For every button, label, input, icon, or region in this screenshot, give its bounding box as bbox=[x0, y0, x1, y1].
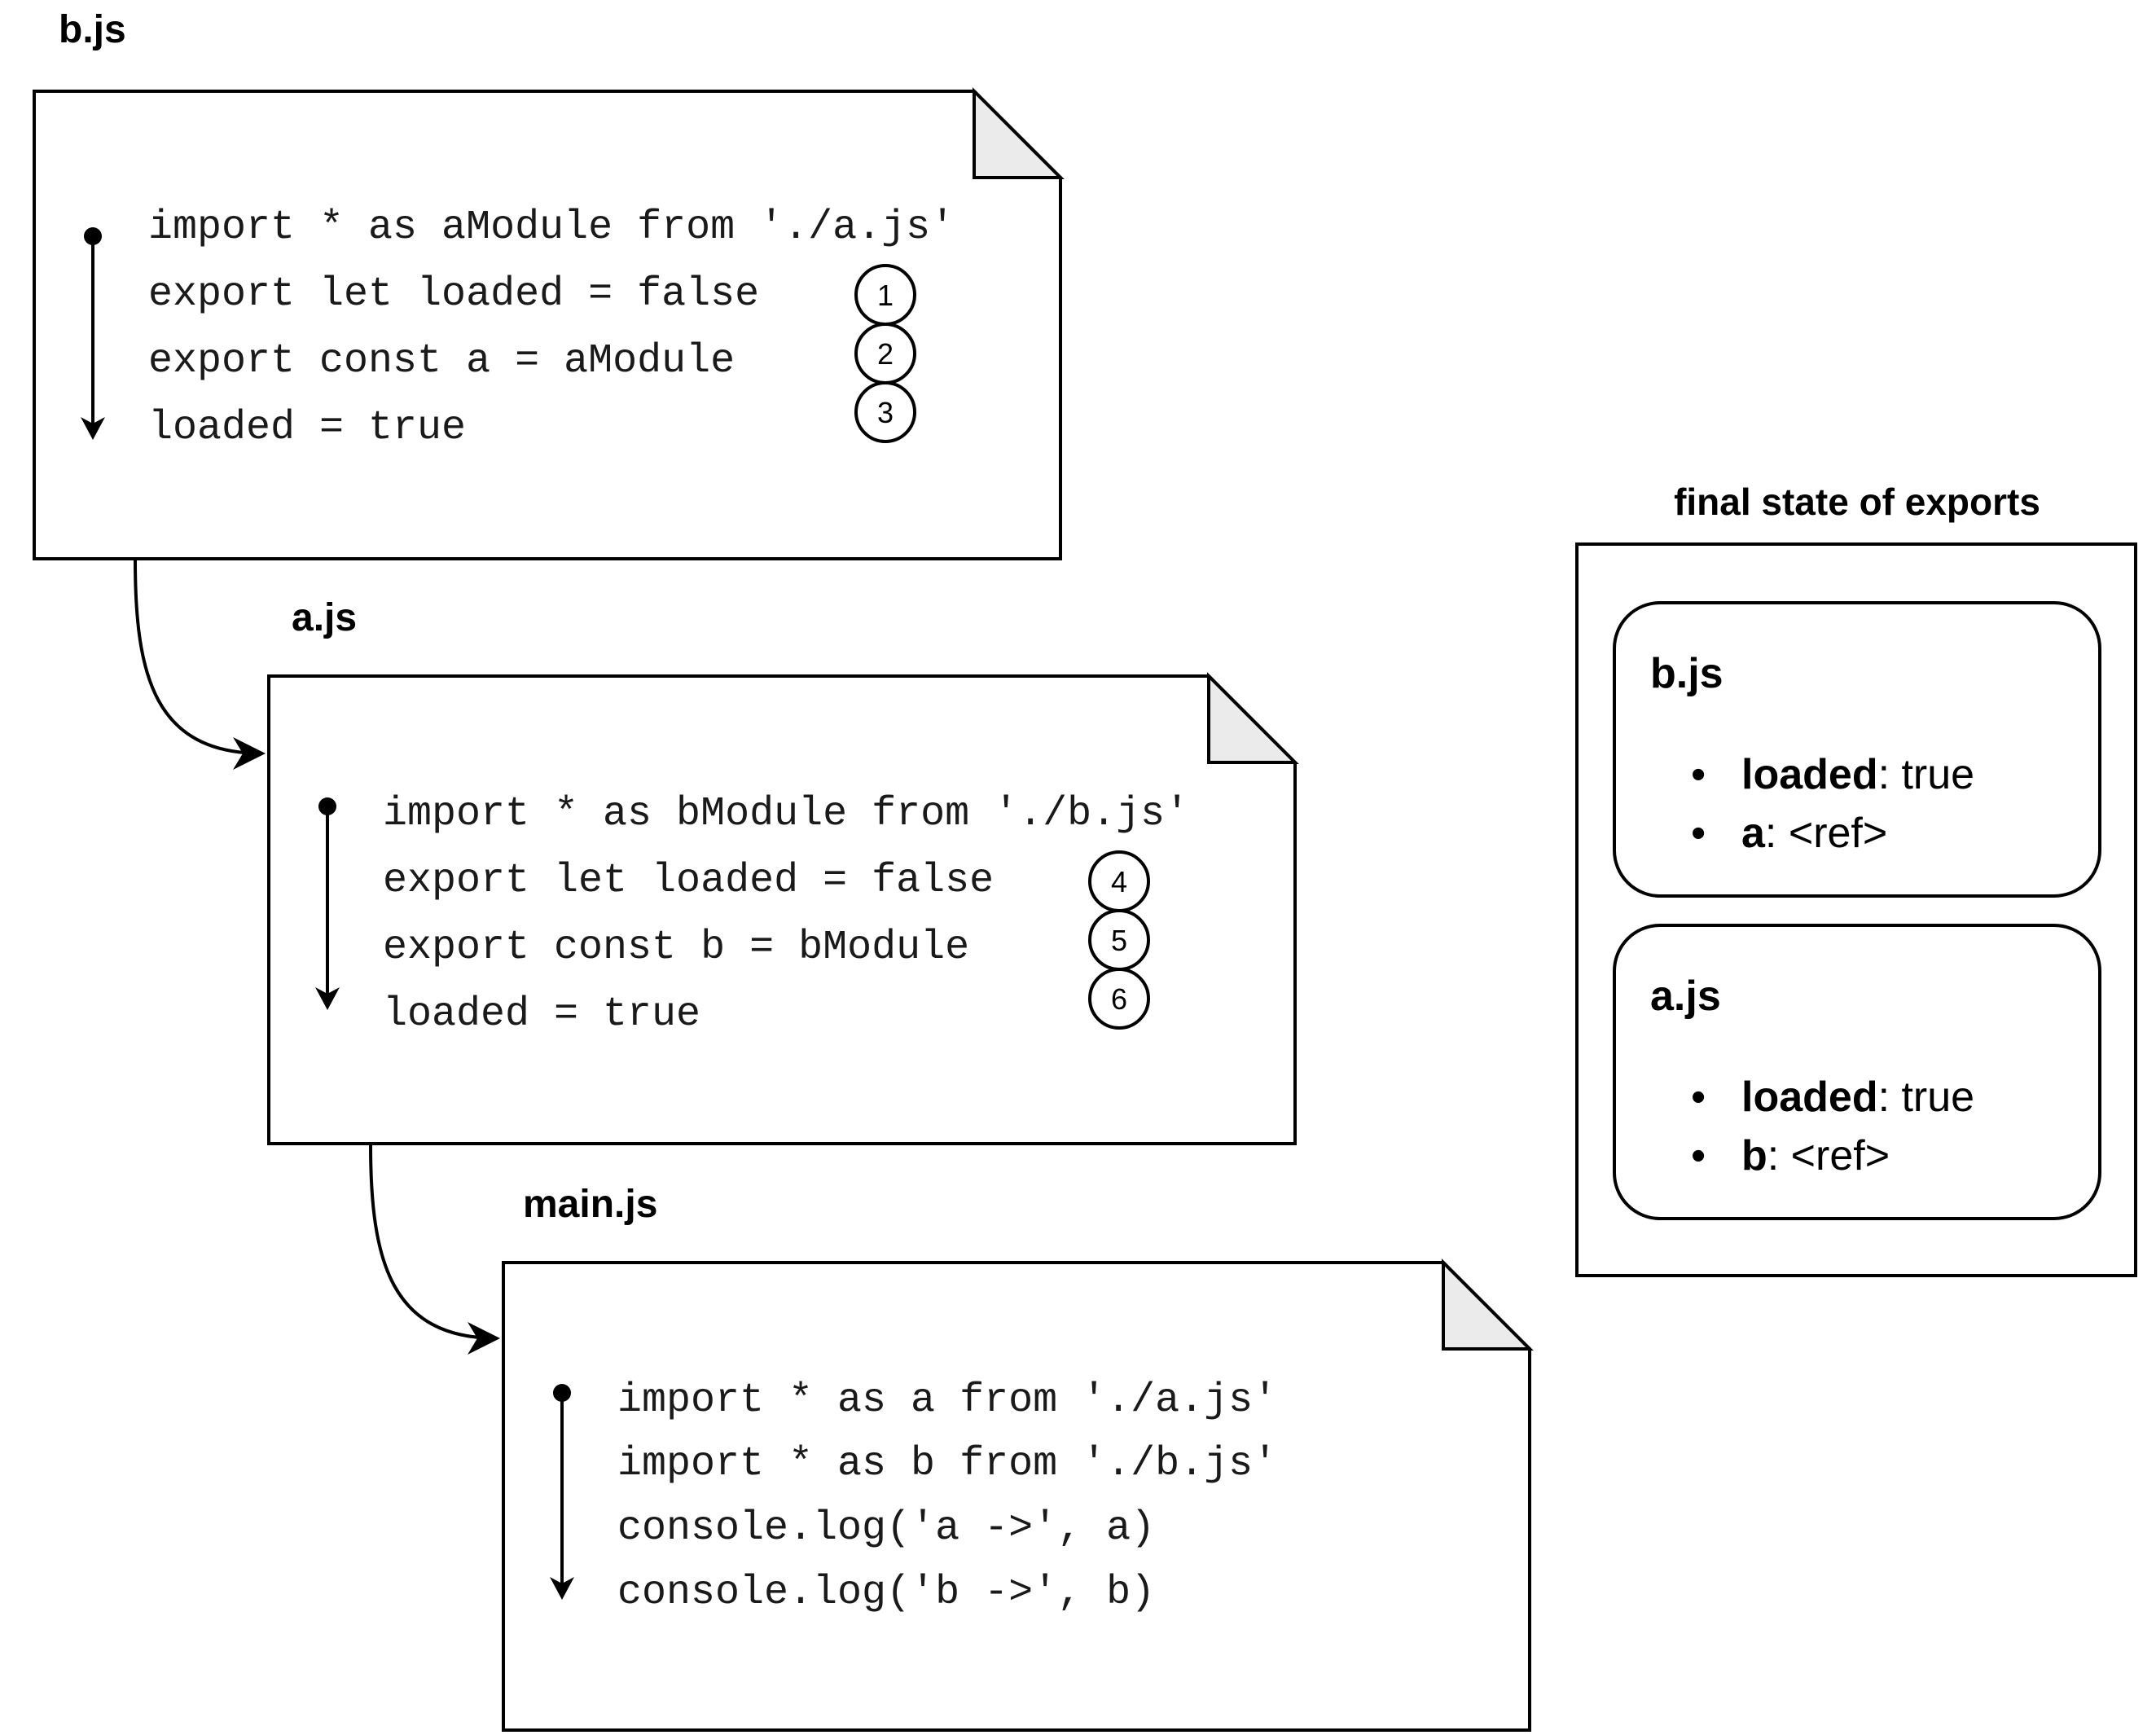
step-marker: 4 bbox=[1088, 850, 1150, 912]
bullet-icon: • bbox=[1691, 810, 1706, 857]
final-state-title: final state of exports bbox=[1674, 481, 2040, 523]
card-title: a.js bbox=[1650, 973, 1721, 1020]
flow-arrowhead-icon bbox=[315, 987, 340, 1010]
export-item: a: <ref> bbox=[1741, 810, 1887, 857]
code-line: export let loaded = false bbox=[383, 858, 994, 904]
folded-corner-icon bbox=[973, 87, 1065, 179]
exports-card-b: b.js • loaded: true • a: <ref> bbox=[1613, 601, 2101, 898]
code-note-a: import * as bModule from './b.js' export… bbox=[267, 672, 1299, 1145]
code-line: import * as a from './a.js' bbox=[617, 1377, 1277, 1424]
code-line: import * as aModule from './a.js' bbox=[148, 204, 955, 251]
final-state-panel: b.js • loaded: true • a: <ref> a.js • lo… bbox=[1575, 542, 2137, 1277]
step-marker: 3 bbox=[854, 381, 916, 443]
code-note-main: import * as a from './a.js' import * as … bbox=[502, 1258, 1534, 1732]
folded-corner-icon bbox=[1442, 1258, 1534, 1351]
svg-text:5: 5 bbox=[1111, 924, 1127, 957]
code-line: loaded = true bbox=[148, 405, 466, 451]
code-line: import * as bModule from './b.js' bbox=[383, 791, 1189, 837]
exports-card-a: a.js • loaded: true • b: <ref> bbox=[1613, 924, 2101, 1220]
code-line: import * as b from './b.js' bbox=[617, 1441, 1277, 1487]
svg-text:6: 6 bbox=[1111, 982, 1127, 1016]
svg-text:4: 4 bbox=[1111, 865, 1127, 898]
import-connector-arrow bbox=[134, 560, 266, 770]
bullet-icon: • bbox=[1691, 1132, 1706, 1179]
svg-text:3: 3 bbox=[877, 396, 894, 429]
module-label-a: a.js bbox=[292, 596, 357, 639]
step-marker: 1 bbox=[854, 264, 916, 326]
bullet-icon: • bbox=[1691, 751, 1706, 798]
code-line: export const b = bModule bbox=[383, 925, 969, 971]
code-note-b: import * as aModule from './a.js' export… bbox=[33, 87, 1065, 560]
module-label-main: main.js bbox=[523, 1183, 657, 1226]
export-item: loaded: true bbox=[1741, 751, 1974, 798]
card-title: b.js bbox=[1650, 650, 1723, 697]
step-marker: 6 bbox=[1088, 968, 1150, 1030]
folded-corner-icon bbox=[1207, 672, 1299, 764]
import-connector-arrow bbox=[369, 1144, 500, 1355]
code-line: console.log('b ->', b) bbox=[617, 1570, 1155, 1616]
export-item: b: <ref> bbox=[1741, 1132, 1890, 1179]
flow-arrowhead-icon bbox=[550, 1577, 574, 1600]
code-line: export const a = aModule bbox=[148, 338, 735, 384]
bullet-icon: • bbox=[1691, 1074, 1706, 1121]
code-line: console.log('a ->', a) bbox=[617, 1505, 1155, 1552]
step-marker: 5 bbox=[1088, 909, 1150, 971]
svg-text:1: 1 bbox=[877, 279, 894, 312]
svg-text:2: 2 bbox=[877, 337, 894, 371]
code-line: export let loaded = false bbox=[148, 271, 759, 318]
module-label-b: b.js bbox=[59, 8, 126, 51]
flow-arrowhead-icon bbox=[81, 417, 105, 440]
code-line: loaded = true bbox=[383, 991, 700, 1038]
export-item: loaded: true bbox=[1741, 1074, 1974, 1121]
step-marker: 2 bbox=[854, 323, 916, 384]
